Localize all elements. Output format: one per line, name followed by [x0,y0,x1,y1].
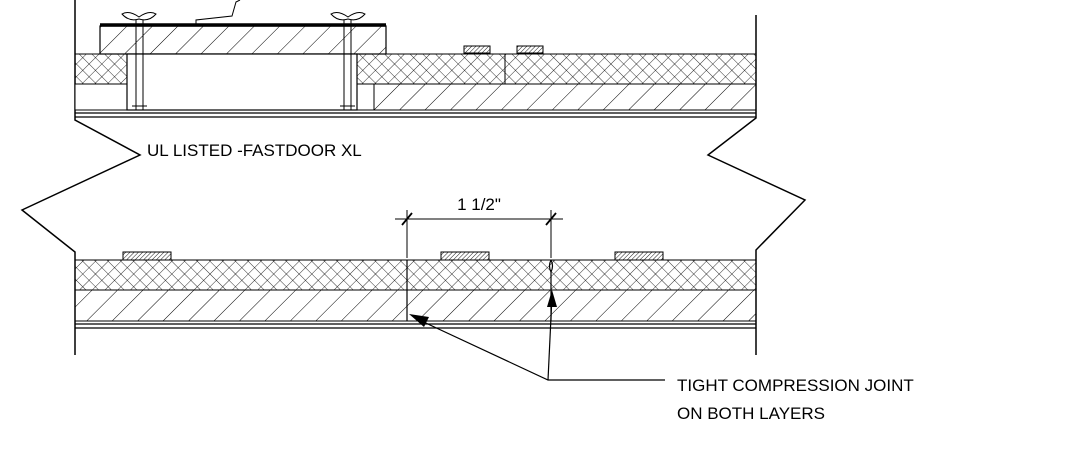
lower-insulation [74,259,757,291]
arrowhead-left [409,314,429,327]
upper-insulation-right [356,53,757,85]
upper-insulation-left [74,53,128,85]
lower-assembly [74,251,757,329]
dimension-label: 1 1/2" [457,195,501,214]
upper-board-mid [356,83,375,111]
note-line-2: ON BOTH LAYERS [677,404,825,423]
dimension-line [395,210,563,258]
lower-pad-1 [122,251,172,261]
arrowhead-right [547,290,557,307]
lower-pad-3 [614,251,664,261]
upper-pad-2 [516,45,544,54]
upper-board-right [373,83,757,111]
product-title: UL LISTED -FASTDOOR XL [147,141,362,160]
leader-wire [195,0,241,24]
fastener-right [330,12,366,110]
lower-pad-2 [440,251,490,261]
top-plate [99,25,387,55]
upper-assembly [74,0,757,118]
upper-pad-1 [463,45,491,54]
fastener-left [121,12,157,110]
upper-board-left [74,83,128,111]
frame-opening [126,53,358,111]
note-line-1: TIGHT COMPRESSION JOINT [677,376,914,395]
note-leaders [414,295,665,381]
